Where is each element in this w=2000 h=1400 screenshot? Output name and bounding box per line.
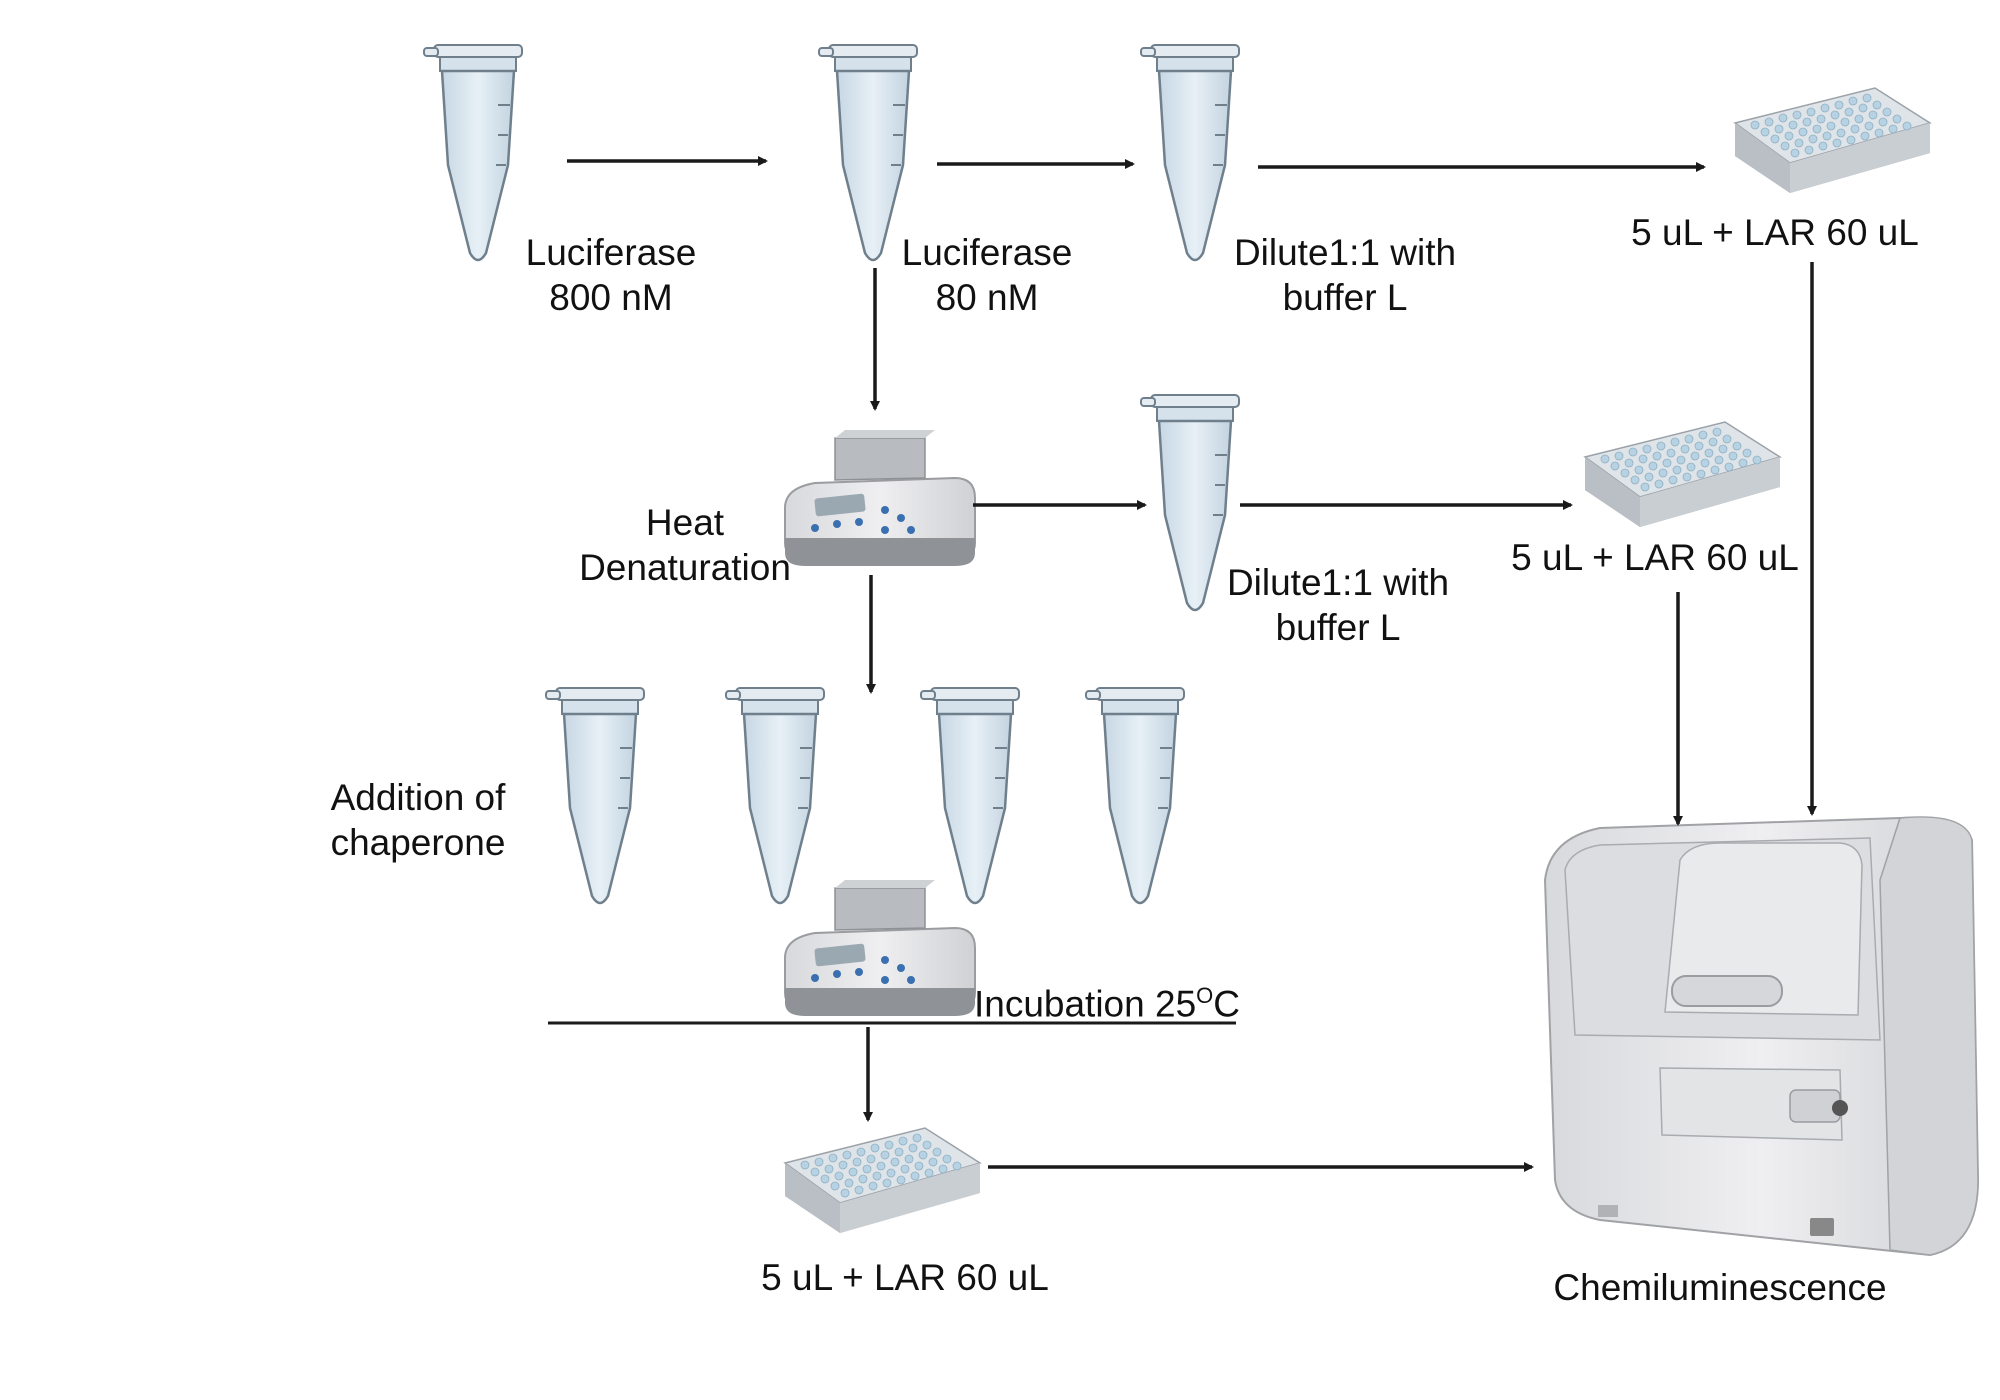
heat-block-icon <box>784 429 976 567</box>
label-dilute-mid: Dilute1:1 with buffer L <box>1226 562 1450 648</box>
arrows <box>567 156 1817 1172</box>
label-luciferase-800: Luciferase 800 nM <box>525 232 697 318</box>
microcentrifuge-tube-icon <box>544 686 646 905</box>
label-plate-top: 5 uL + LAR 60 uL <box>1631 212 1919 253</box>
microcentrifuge-tube-icon <box>724 686 826 905</box>
label-chemiluminescence: Chemiluminescence <box>1553 1267 1887 1308</box>
label-dilute-top: Dilute1:1 with buffer L <box>1233 232 1457 318</box>
microcentrifuge-tube-icon <box>1084 686 1186 905</box>
well-plate-icon <box>1584 421 1781 528</box>
luminometer-icon <box>1543 816 1980 1257</box>
microcentrifuge-tube-icon <box>422 43 524 262</box>
well-plate-icon <box>1734 87 1931 194</box>
microcentrifuge-tube-icon <box>919 686 1021 905</box>
label-incubation: Incubation 25OC <box>973 983 1241 1025</box>
label-plate-mid: 5 uL + LAR 60 uL <box>1511 537 1799 578</box>
microcentrifuge-tube-icon <box>817 43 919 262</box>
label-heat-denaturation: Heat Denaturation <box>579 502 791 588</box>
label-addition-of-chaperone: Addition of chaperone <box>330 777 506 863</box>
label-luciferase-80: Luciferase 80 nM <box>901 232 1073 318</box>
label-plate-bottom: 5 uL + LAR 60 uL <box>761 1257 1049 1298</box>
microcentrifuge-tube-icon <box>1139 43 1241 262</box>
well-plate-icon <box>784 1127 981 1234</box>
heat-block-icon <box>784 879 976 1017</box>
